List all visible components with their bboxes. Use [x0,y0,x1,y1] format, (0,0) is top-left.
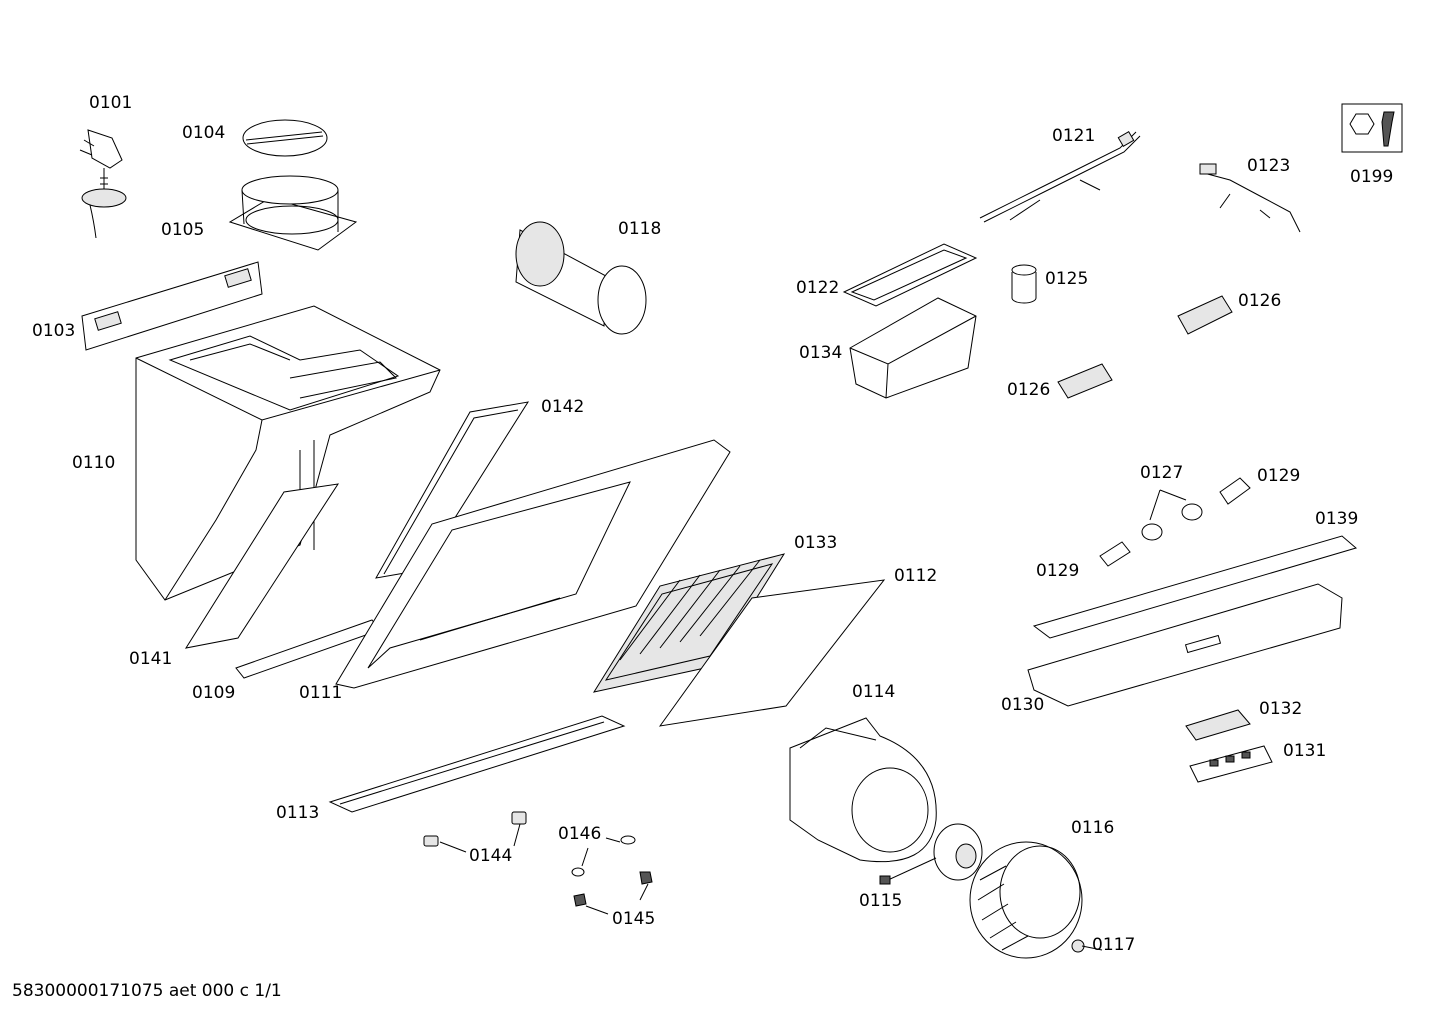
part-label-0139: 0139 [1315,509,1359,529]
part-label-0123: 0123 [1247,156,1291,176]
part-0111-front-frame [335,439,731,689]
part-label-0109: 0109 [192,683,236,703]
part-label-0116: 0116 [1071,818,1115,838]
part-label-0118: 0118 [618,219,662,239]
part-0112-glass-panel [658,579,886,727]
part-label-0104: 0104 [182,123,226,143]
part-label-0129-b: 0129 [1036,561,1080,581]
part-0127-lamp-holder [1141,489,1203,541]
part-label-0146: 0146 [558,824,602,844]
part-label-0105: 0105 [161,220,205,240]
part-label-0114: 0114 [852,682,896,702]
part-label-0122: 0122 [796,278,840,298]
part-label-0121: 0121 [1052,126,1096,146]
part-label-0126-b: 0126 [1007,380,1051,400]
part-0104-cover [242,119,328,157]
part-label-0129-a: 0129 [1257,466,1301,486]
part-0133-grease-filter [592,553,786,693]
part-0125-capacitor [1011,264,1037,304]
part-label-0127: 0127 [1140,463,1184,483]
part-0121-cable-harness [979,130,1141,223]
part-label-0103: 0103 [32,321,76,341]
wrench-nut-icon [1341,103,1403,153]
part-label-0110: 0110 [72,453,116,473]
part-label-0111: 0111 [299,683,343,703]
part-label-0115: 0115 [859,891,903,911]
part-0130-front-trim [1027,583,1343,707]
part-label-0134: 0134 [799,343,843,363]
part-0141-panel [184,483,340,649]
part-label-0141: 0141 [129,649,173,669]
part-0118-filter-cylinder [515,221,647,335]
part-0132-cover [1185,709,1251,741]
part-label-0126-a: 0126 [1238,291,1282,311]
part-0134-box [849,297,977,399]
part-0126-switch-a [1177,295,1233,335]
part-label-0142: 0142 [541,397,585,417]
drawing-number-footer: 58300000171075 aet 000 c 1/1 [12,981,282,1001]
part-0126-switch-b [1057,363,1113,399]
part-0101-plug [79,129,127,239]
part-0123-cable-harness [1199,163,1301,233]
part-0115-motor [879,823,983,885]
part-0122-lid [842,243,978,307]
part-0131-control-module [1189,745,1273,783]
part-0116-fan-wheel [969,841,1083,959]
part-label-0113: 0113 [276,803,320,823]
part-label-0101: 0101 [89,93,133,113]
part-label-0132: 0132 [1259,699,1303,719]
part-0129-bulb-a [1219,477,1251,505]
part-0144-clips [423,811,527,853]
part-0129-bulb-b [1099,541,1131,567]
part-label-0117: 0117 [1092,935,1136,955]
part-0113-lower-strip [328,715,626,813]
part-label-0112: 0112 [894,566,938,586]
leader-lines [1081,945,1103,951]
part-label-0131: 0131 [1283,741,1327,761]
part-0110-housing [135,305,441,601]
part-label-0144: 0144 [469,846,513,866]
part-label-0125: 0125 [1045,269,1089,289]
part-0103-bracket [81,261,263,351]
part-0146-0145-small-parts [571,835,653,915]
part-label-0133: 0133 [794,533,838,553]
part-0105-collar [228,175,358,251]
part-label-0199: 0199 [1350,167,1394,187]
part-label-0130: 0130 [1001,695,1045,715]
part-label-0145: 0145 [612,909,656,929]
part-0139-panel [1032,535,1358,639]
part-0114-fan-housing [789,717,937,863]
